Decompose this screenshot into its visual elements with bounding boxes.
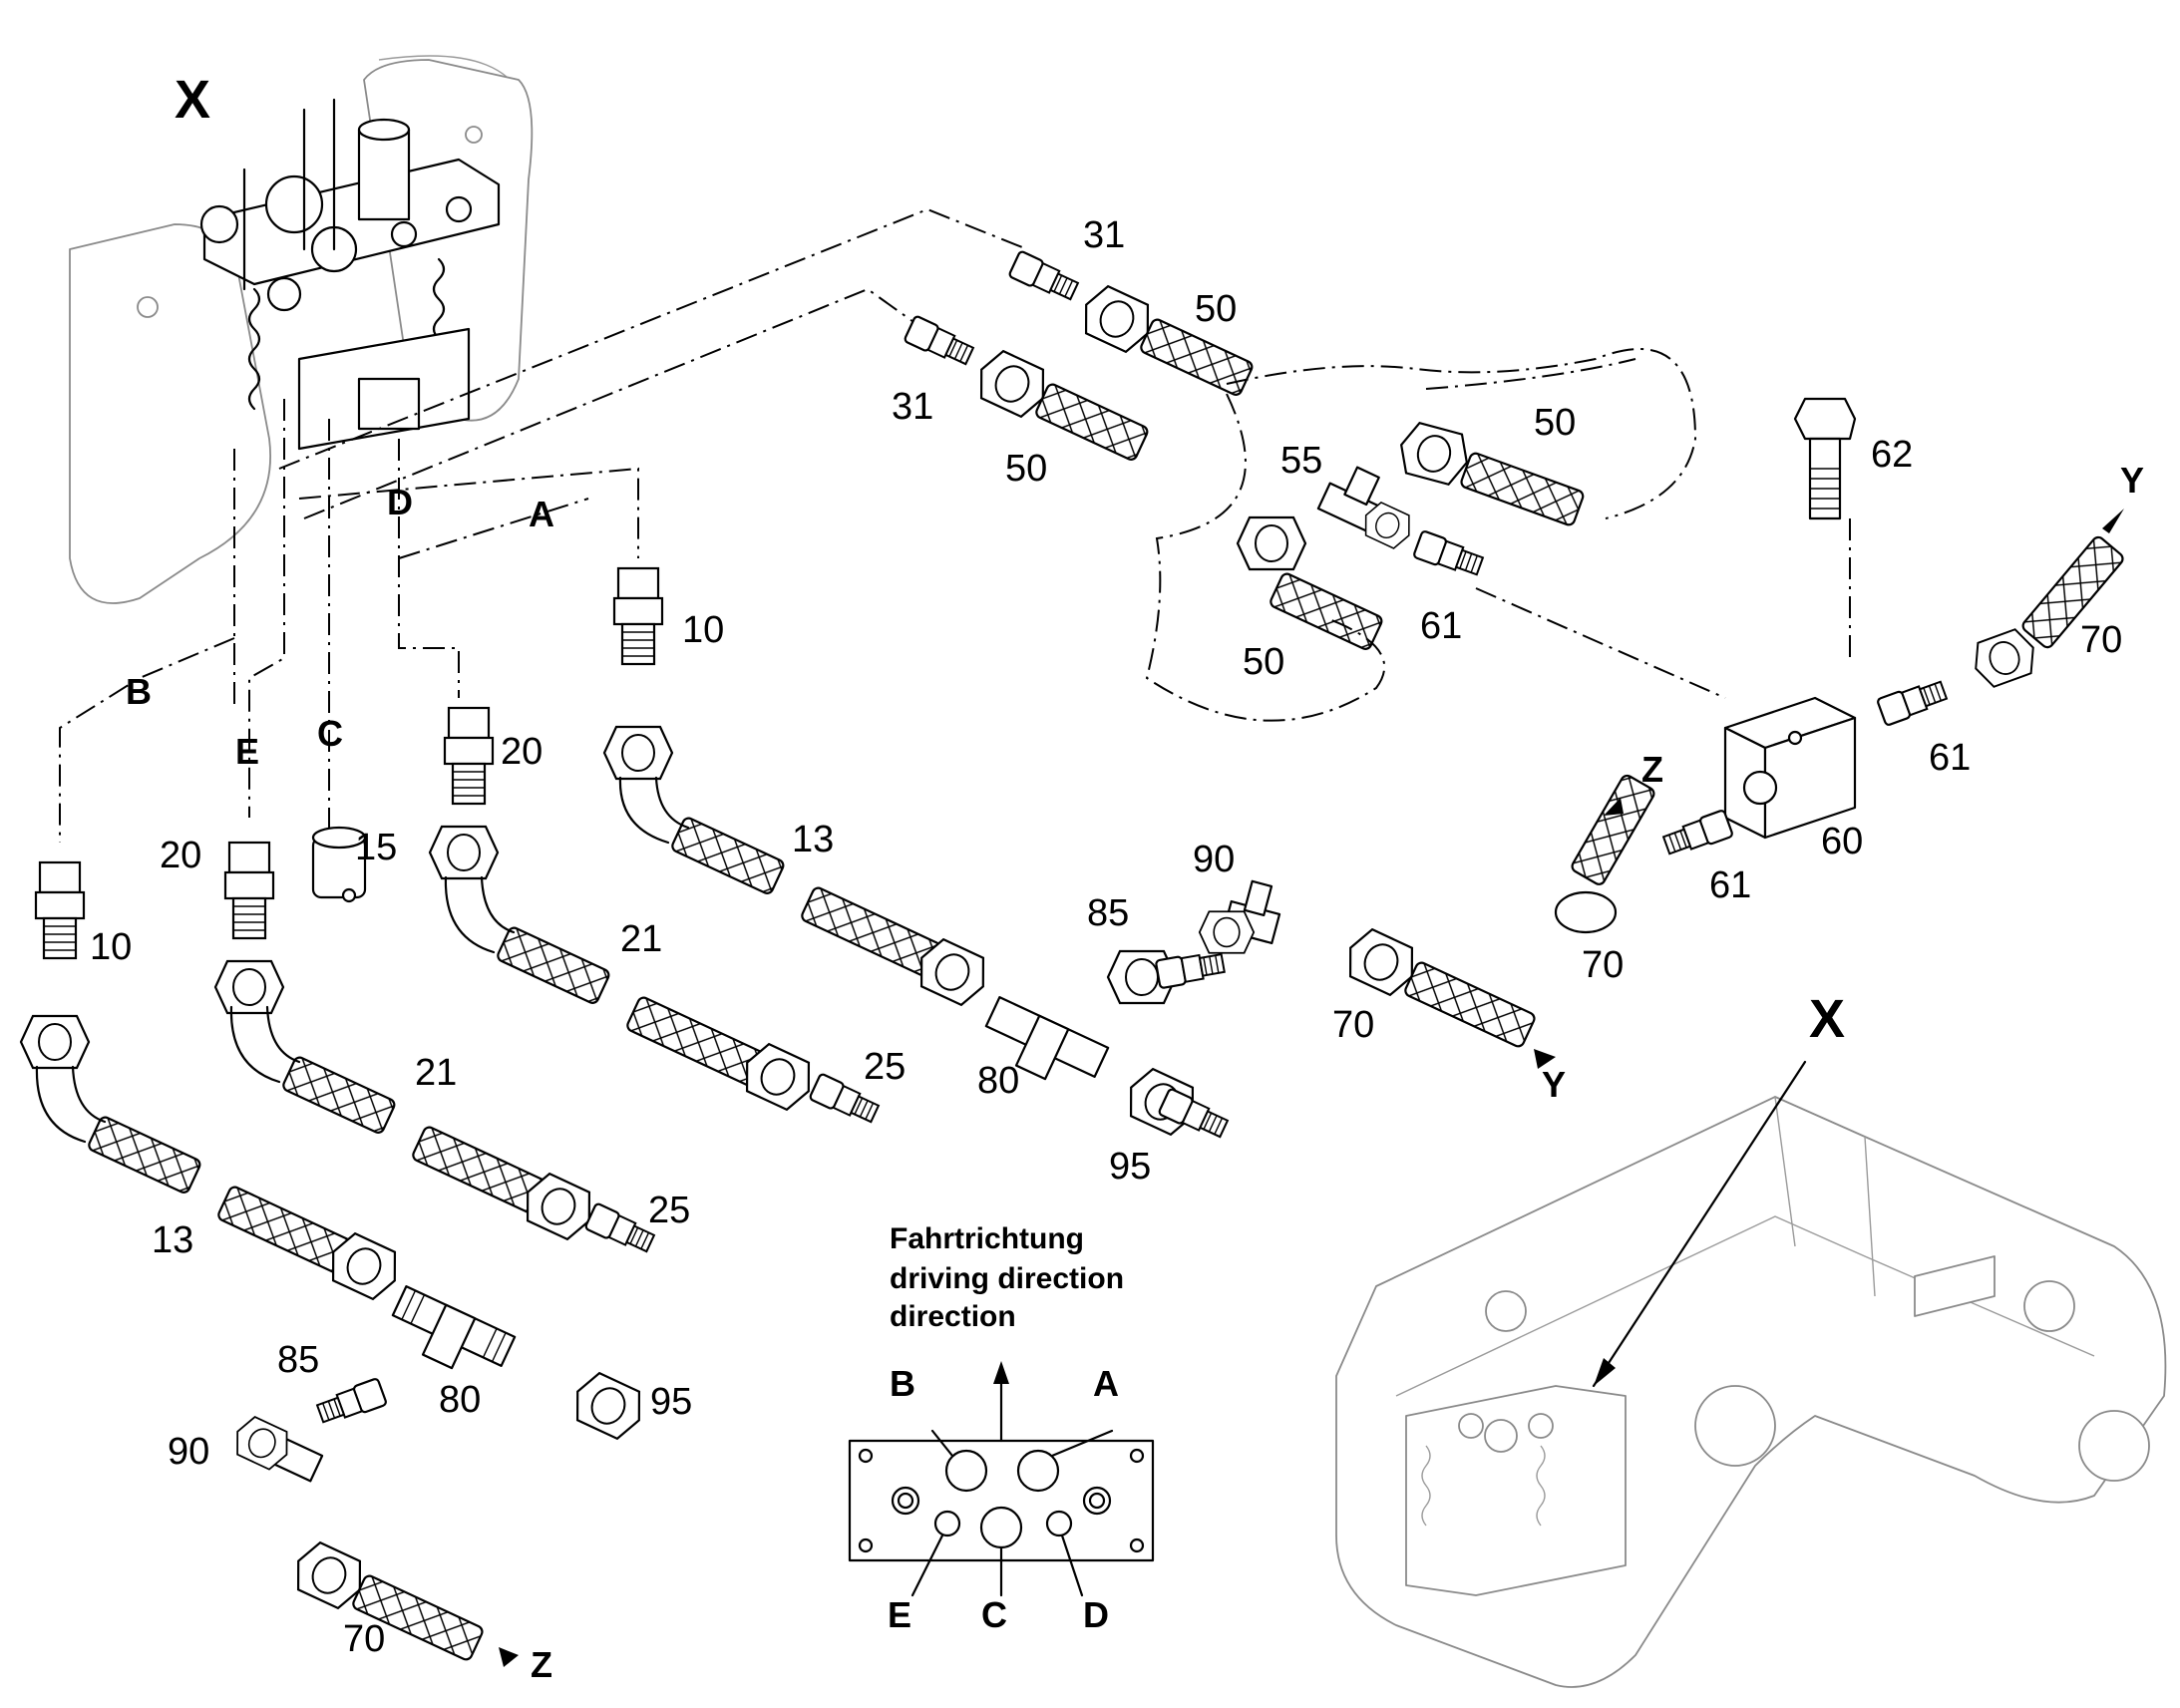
part-label-50d: 50 bbox=[1243, 641, 1284, 683]
part-label-70b: 70 bbox=[1582, 944, 1624, 986]
part-label-10b: 10 bbox=[90, 926, 132, 968]
part-label-50a: 50 bbox=[1195, 288, 1237, 330]
part-label-61a: 61 bbox=[1420, 605, 1462, 647]
part-label-50c: 50 bbox=[1534, 402, 1576, 444]
part-label-80a: 80 bbox=[977, 1060, 1019, 1102]
plate-port-d bbox=[1045, 1510, 1073, 1537]
part-label-10a: 10 bbox=[682, 609, 724, 651]
bolt-62 bbox=[1793, 397, 1857, 520]
part-label-31a: 31 bbox=[1083, 214, 1125, 256]
part-label-90b: 90 bbox=[168, 1431, 209, 1473]
direction-note-fr: direction bbox=[890, 1300, 1016, 1333]
direction-arrow-icon bbox=[993, 1361, 1009, 1384]
flow-z-bottom: Z bbox=[531, 1644, 552, 1685]
flow-y-top: Y bbox=[2120, 460, 2144, 501]
plate-port-a bbox=[1016, 1449, 1060, 1493]
part-label-85b: 85 bbox=[277, 1339, 319, 1381]
valve-block-assembly-top bbox=[69, 55, 534, 604]
plate-label-a: A bbox=[1093, 1363, 1119, 1404]
view-x-arrow bbox=[1592, 1060, 1807, 1388]
flow-y-middle: Y bbox=[1542, 1064, 1566, 1105]
connection-lines bbox=[59, 207, 1851, 857]
right-fittings bbox=[1554, 509, 2124, 934]
quick-coupler-overview bbox=[1335, 1096, 2167, 1688]
part-label-90a: 90 bbox=[1193, 839, 1235, 880]
middle-hose-group bbox=[213, 566, 995, 1257]
part-label-15: 15 bbox=[355, 827, 397, 868]
port-letter-e: E bbox=[235, 731, 259, 772]
part-label-21a: 21 bbox=[620, 918, 662, 960]
flow-z-right: Z bbox=[1641, 749, 1663, 790]
plate-port-b bbox=[944, 1449, 988, 1493]
view-label-x-bottom: X bbox=[1809, 989, 1845, 1049]
part-label-55: 55 bbox=[1280, 440, 1322, 482]
part-label-85a: 85 bbox=[1087, 892, 1129, 934]
part-label-61b: 61 bbox=[1929, 737, 1971, 779]
part-label-50b: 50 bbox=[1005, 448, 1047, 490]
view-label-x-top: X bbox=[175, 70, 210, 130]
upper-hose-group bbox=[903, 249, 1585, 650]
part-label-70c: 70 bbox=[1332, 1004, 1374, 1046]
part-label-21b: 21 bbox=[415, 1052, 457, 1094]
plate-port-c bbox=[979, 1506, 1023, 1549]
part-label-13a: 13 bbox=[792, 819, 834, 860]
port-letter-d: D bbox=[387, 482, 413, 522]
plate-label-c: C bbox=[981, 1594, 1007, 1635]
left-hose-group bbox=[19, 860, 651, 1667]
direction-plate bbox=[848, 1361, 1155, 1597]
part-label-62: 62 bbox=[1871, 434, 1913, 476]
part-label-61c: 61 bbox=[1709, 864, 1751, 906]
part-label-20a: 20 bbox=[501, 731, 543, 773]
part-label-95a: 95 bbox=[1109, 1146, 1151, 1188]
part-label-60: 60 bbox=[1821, 821, 1863, 862]
part-label-20b: 20 bbox=[160, 835, 201, 876]
part-label-70d: 70 bbox=[343, 1618, 385, 1660]
plate-label-d: D bbox=[1083, 1594, 1109, 1635]
port-letter-a: A bbox=[529, 494, 554, 534]
part-label-25a: 25 bbox=[864, 1046, 906, 1088]
manifold-block-60 bbox=[1723, 696, 1857, 840]
part-label-70a: 70 bbox=[2080, 619, 2122, 661]
direction-note-en: driving direction bbox=[890, 1262, 1124, 1295]
part-label-13b: 13 bbox=[152, 1219, 193, 1261]
direction-note-de: Fahrtrichtung bbox=[890, 1222, 1084, 1255]
plate-label-e: E bbox=[888, 1594, 911, 1635]
part-label-25b: 25 bbox=[648, 1190, 690, 1231]
center-tee-group bbox=[984, 879, 1556, 1143]
part-label-31b: 31 bbox=[892, 386, 933, 428]
part-label-95b: 95 bbox=[650, 1381, 692, 1423]
plate-port-e bbox=[933, 1510, 961, 1537]
plate-label-b: B bbox=[890, 1363, 915, 1404]
port-letter-c: C bbox=[317, 713, 343, 754]
part-label-80b: 80 bbox=[439, 1379, 481, 1421]
port-letter-b: B bbox=[126, 671, 152, 712]
labels: X X A B C D E Y Y Z Z Fahrtrichtung driv… bbox=[90, 70, 2144, 1685]
